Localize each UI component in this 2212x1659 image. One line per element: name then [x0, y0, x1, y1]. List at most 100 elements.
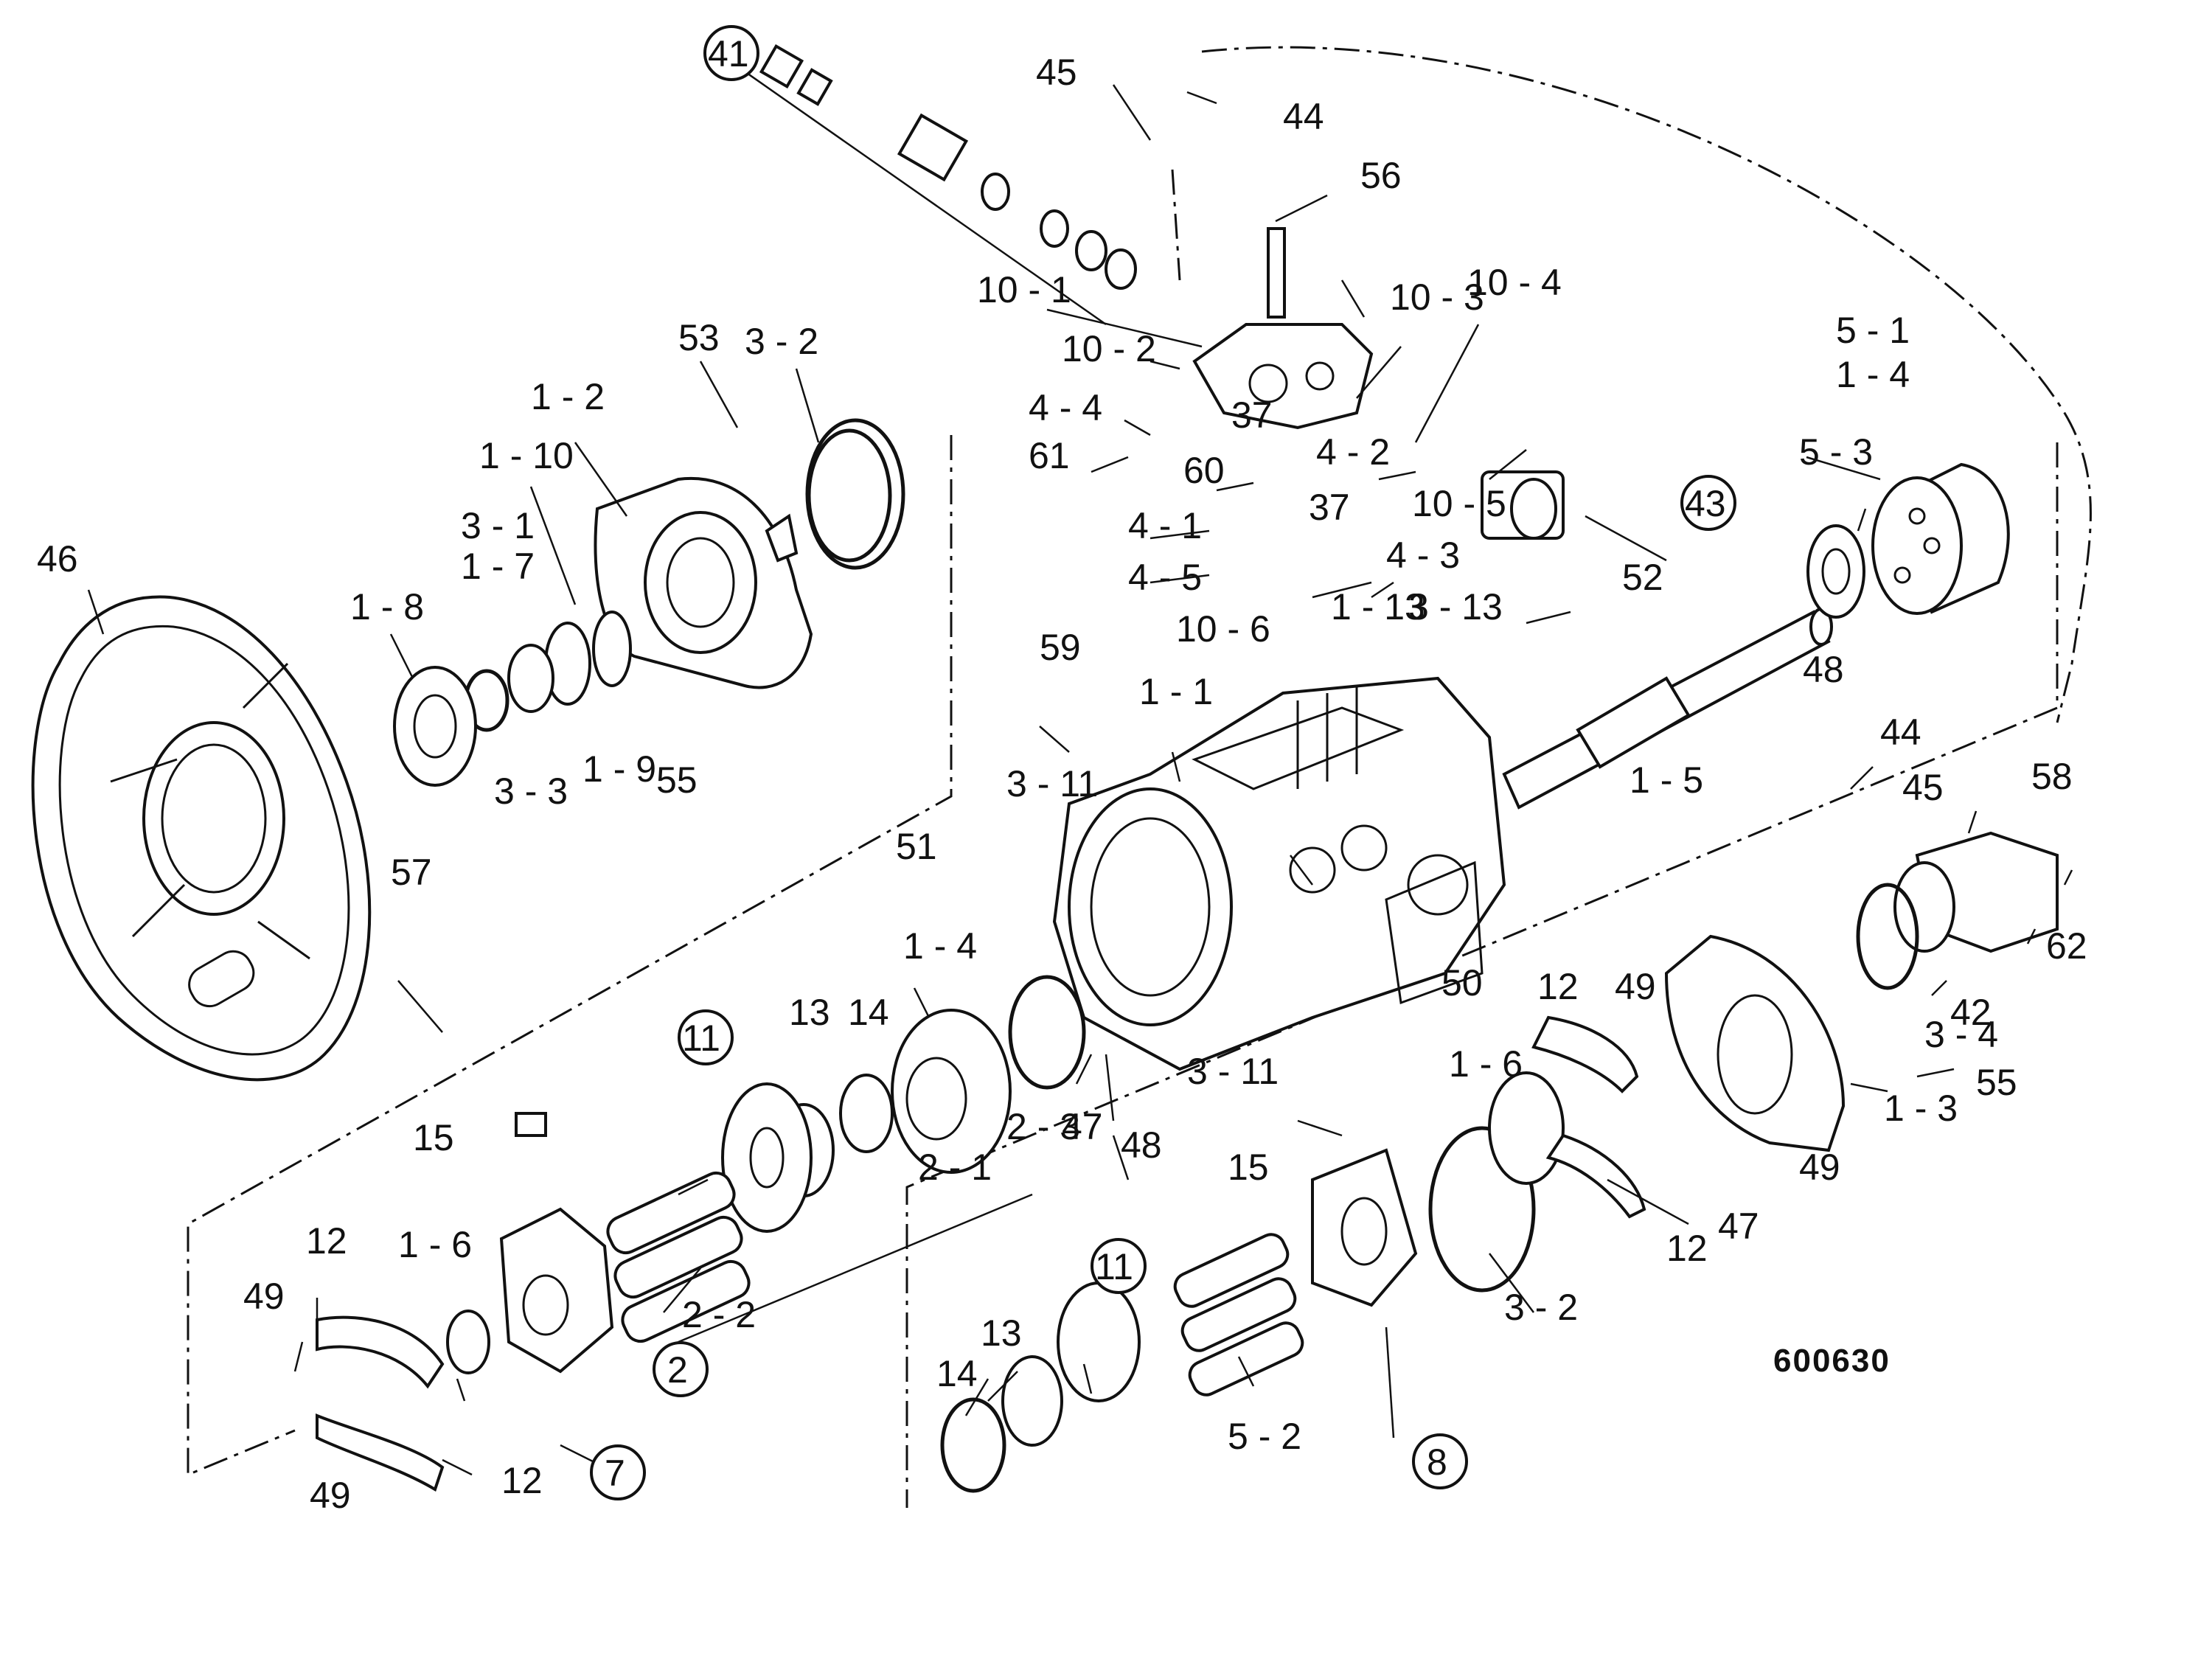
callout-c42: 42 [1950, 992, 1992, 1033]
flywheel-housing-46 [31, 595, 372, 1082]
callout-c49a: 49 [1615, 966, 1656, 1007]
callout-c11a: 11 [682, 1018, 720, 1059]
charge-pump-42 [1856, 831, 2059, 990]
callout-c14a: 14 [848, 992, 889, 1033]
callout-circle-c8 [1412, 1433, 1468, 1489]
callout-c1-6a: 1 - 6 [1449, 1043, 1523, 1085]
callout-c12b: 12 [1666, 1228, 1708, 1269]
callout-c1-2: 1 - 2 [531, 376, 605, 417]
callout-circle-c11a [678, 1009, 734, 1065]
callout-c44a: 44 [1283, 96, 1324, 137]
callout-c59: 59 [1040, 627, 1081, 668]
callout-c61: 61 [1029, 435, 1070, 476]
front-seal-rings [393, 418, 905, 787]
callout-c2-3: 2 - 3 [1006, 1106, 1080, 1147]
callout-c52: 52 [1622, 557, 1663, 598]
callout-c3-11a: 3 - 11 [1006, 763, 1098, 804]
callout-c45b: 45 [1902, 767, 1944, 808]
callout-c11b: 11 [1095, 1246, 1133, 1287]
callout-c3-3: 3 - 3 [494, 771, 568, 812]
callout-c4-5: 4 - 5 [1128, 557, 1202, 598]
callout-c50: 50 [1441, 962, 1483, 1004]
callout-c13a: 13 [789, 992, 830, 1033]
callout-c45a: 45 [1036, 52, 1077, 93]
callout-c15a: 15 [413, 1117, 454, 1158]
callout-c37b: 37 [1309, 487, 1350, 528]
callout-c10-1: 10 - 1 [977, 269, 1071, 310]
front-cover-1-2 [594, 476, 813, 689]
callout-c13b: 13 [981, 1312, 1022, 1354]
control-block-10-1 [1192, 227, 1374, 430]
callout-c3-2b: 3 - 2 [1504, 1287, 1578, 1328]
callout-c2: 2 [667, 1349, 688, 1391]
callout-c10-3: 10 - 3 [1390, 276, 1484, 318]
callout-c4-3: 4 - 3 [1386, 535, 1460, 576]
callout-c1-6b: 1 - 6 [398, 1224, 472, 1265]
callout-c44b: 44 [1880, 712, 1921, 753]
rear-cylinder-block-5-1 [1806, 462, 2010, 619]
callout-c4-1: 4 - 1 [1128, 505, 1202, 546]
callout-c10-6: 10 - 6 [1176, 608, 1270, 650]
callout-c1-4b: 1 - 4 [903, 925, 977, 967]
callout-c55b: 55 [1976, 1062, 2017, 1103]
callout-c55a: 55 [656, 759, 698, 801]
callout-circle-c11b [1091, 1238, 1147, 1294]
callout-labels: 41 45 44 56 10 - 1 10 - 310 - 4 10 - 2 4 - 4 37 6… [37, 25, 2087, 1516]
callout-c1-10: 1 - 10 [479, 435, 574, 476]
callout-c10-4: 10 - 4 [1467, 262, 1562, 303]
callout-c47a: 47 [1062, 1106, 1103, 1147]
callout-c57: 57 [391, 852, 432, 893]
relief-valve-assembly-41 [737, 44, 1137, 326]
swash-plate-7 [316, 1112, 614, 1492]
callout-c3-4: 3 - 4 [1924, 1014, 1998, 1055]
callout-c1-7: 1 - 7 [461, 546, 535, 587]
callout-c1-13: 1 - 13 [1331, 586, 1425, 627]
drive-shaft-1-5 [1502, 608, 1833, 810]
callout-c4-2: 4 - 2 [1316, 431, 1390, 473]
callout-c49d: 49 [310, 1475, 351, 1516]
callout-circle-c7 [590, 1444, 646, 1500]
callout-c1-9: 1 - 9 [582, 748, 656, 790]
callout-c43: 43 [1685, 483, 1726, 524]
callout-c1-3: 1 - 3 [1884, 1088, 1958, 1129]
callout-c12c: 12 [306, 1220, 347, 1262]
callout-c49b: 49 [1799, 1147, 1840, 1188]
callout-circle-c43 [1680, 475, 1736, 531]
callout-c60: 60 [1183, 450, 1225, 491]
callout-c10-2: 10 - 2 [1062, 328, 1156, 369]
assembly-outline-lines [187, 46, 2092, 1508]
drawing-number: 600630 [1773, 1343, 1891, 1379]
callout-c53: 53 [678, 317, 720, 358]
callout-c48b: 48 [1121, 1124, 1162, 1166]
callout-c48a: 48 [1803, 649, 1844, 690]
callout-c12d: 12 [501, 1460, 543, 1501]
callout-c46: 46 [37, 538, 78, 580]
rear-cover-1-3 [1664, 934, 1846, 1152]
callout-c1-8: 1 - 8 [350, 586, 424, 627]
callout-c3-11b: 3 - 11 [1187, 1051, 1279, 1092]
callout-c10-5: 10 - 5 [1412, 483, 1506, 524]
callout-c5-2: 5 - 2 [1228, 1416, 1301, 1457]
callout-c47b: 47 [1718, 1206, 1759, 1247]
callout-circle-c41 [703, 25, 759, 81]
callout-c3-1: 3 - 1 [461, 505, 535, 546]
callout-c2-1: 2 - 1 [918, 1147, 992, 1188]
rear-rotating-group-5 [940, 1015, 1646, 1493]
callout-c7: 7 [605, 1453, 625, 1494]
callout-c4-4: 4 - 4 [1029, 387, 1102, 428]
solenoid-43 [1481, 470, 1667, 562]
callout-c14b: 14 [936, 1353, 978, 1394]
callout-circle-c2 [653, 1341, 709, 1397]
callout-c62: 62 [2046, 925, 2087, 967]
pump-housing-1-1 [1052, 676, 1506, 1071]
callout-c5-3: 5 - 3 [1799, 431, 1873, 473]
callout-c15b: 15 [1228, 1147, 1269, 1188]
callout-c1-4a: 1 - 4 [1836, 354, 1910, 395]
callout-c41: 41 [708, 33, 749, 74]
callout-c56: 56 [1360, 155, 1402, 196]
callout-c5-1: 5 - 1 [1836, 310, 1910, 351]
callout-c12a: 12 [1537, 966, 1579, 1007]
callout-c3-2a: 3 - 2 [745, 321, 818, 362]
callout-c3-13: 3 - 13 [1408, 586, 1503, 627]
